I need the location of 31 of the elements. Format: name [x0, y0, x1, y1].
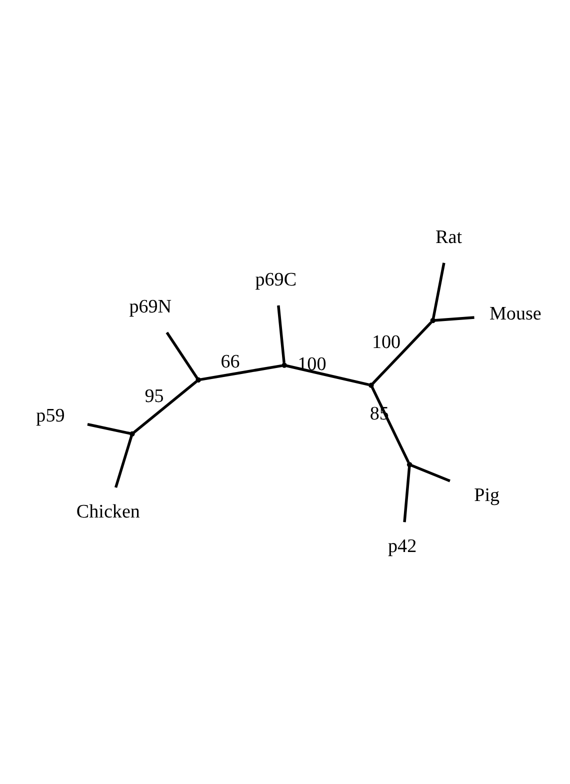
connector	[87, 422, 130, 434]
connector	[114, 435, 133, 488]
node-point	[430, 317, 436, 323]
connector	[277, 304, 286, 363]
connector	[432, 262, 446, 318]
edge-label: 95	[144, 385, 164, 406]
node-point	[406, 461, 412, 467]
connector	[372, 320, 432, 384]
node-text: Chicken	[76, 500, 140, 522]
node-text: p69N	[129, 296, 172, 318]
connector	[200, 364, 282, 380]
edge-label: 100	[298, 354, 326, 375]
node-text: p59	[36, 404, 65, 426]
node-text: Rat	[436, 226, 462, 248]
node-text: p42	[388, 536, 417, 557]
edge-label: 100	[372, 331, 401, 352]
connector	[286, 364, 370, 386]
node-point	[282, 362, 287, 368]
connector	[166, 331, 198, 378]
node-text: p69C	[255, 269, 297, 290]
edge-label: 66	[220, 350, 240, 372]
node-text: Mouse	[489, 303, 542, 324]
connector	[132, 380, 198, 434]
node-point	[130, 430, 135, 436]
node-point	[196, 376, 201, 382]
connector	[410, 464, 450, 482]
node-point	[368, 382, 374, 388]
connector	[434, 316, 474, 322]
connector	[403, 466, 411, 522]
connector	[370, 386, 410, 463]
node-text: Pig	[474, 484, 500, 506]
